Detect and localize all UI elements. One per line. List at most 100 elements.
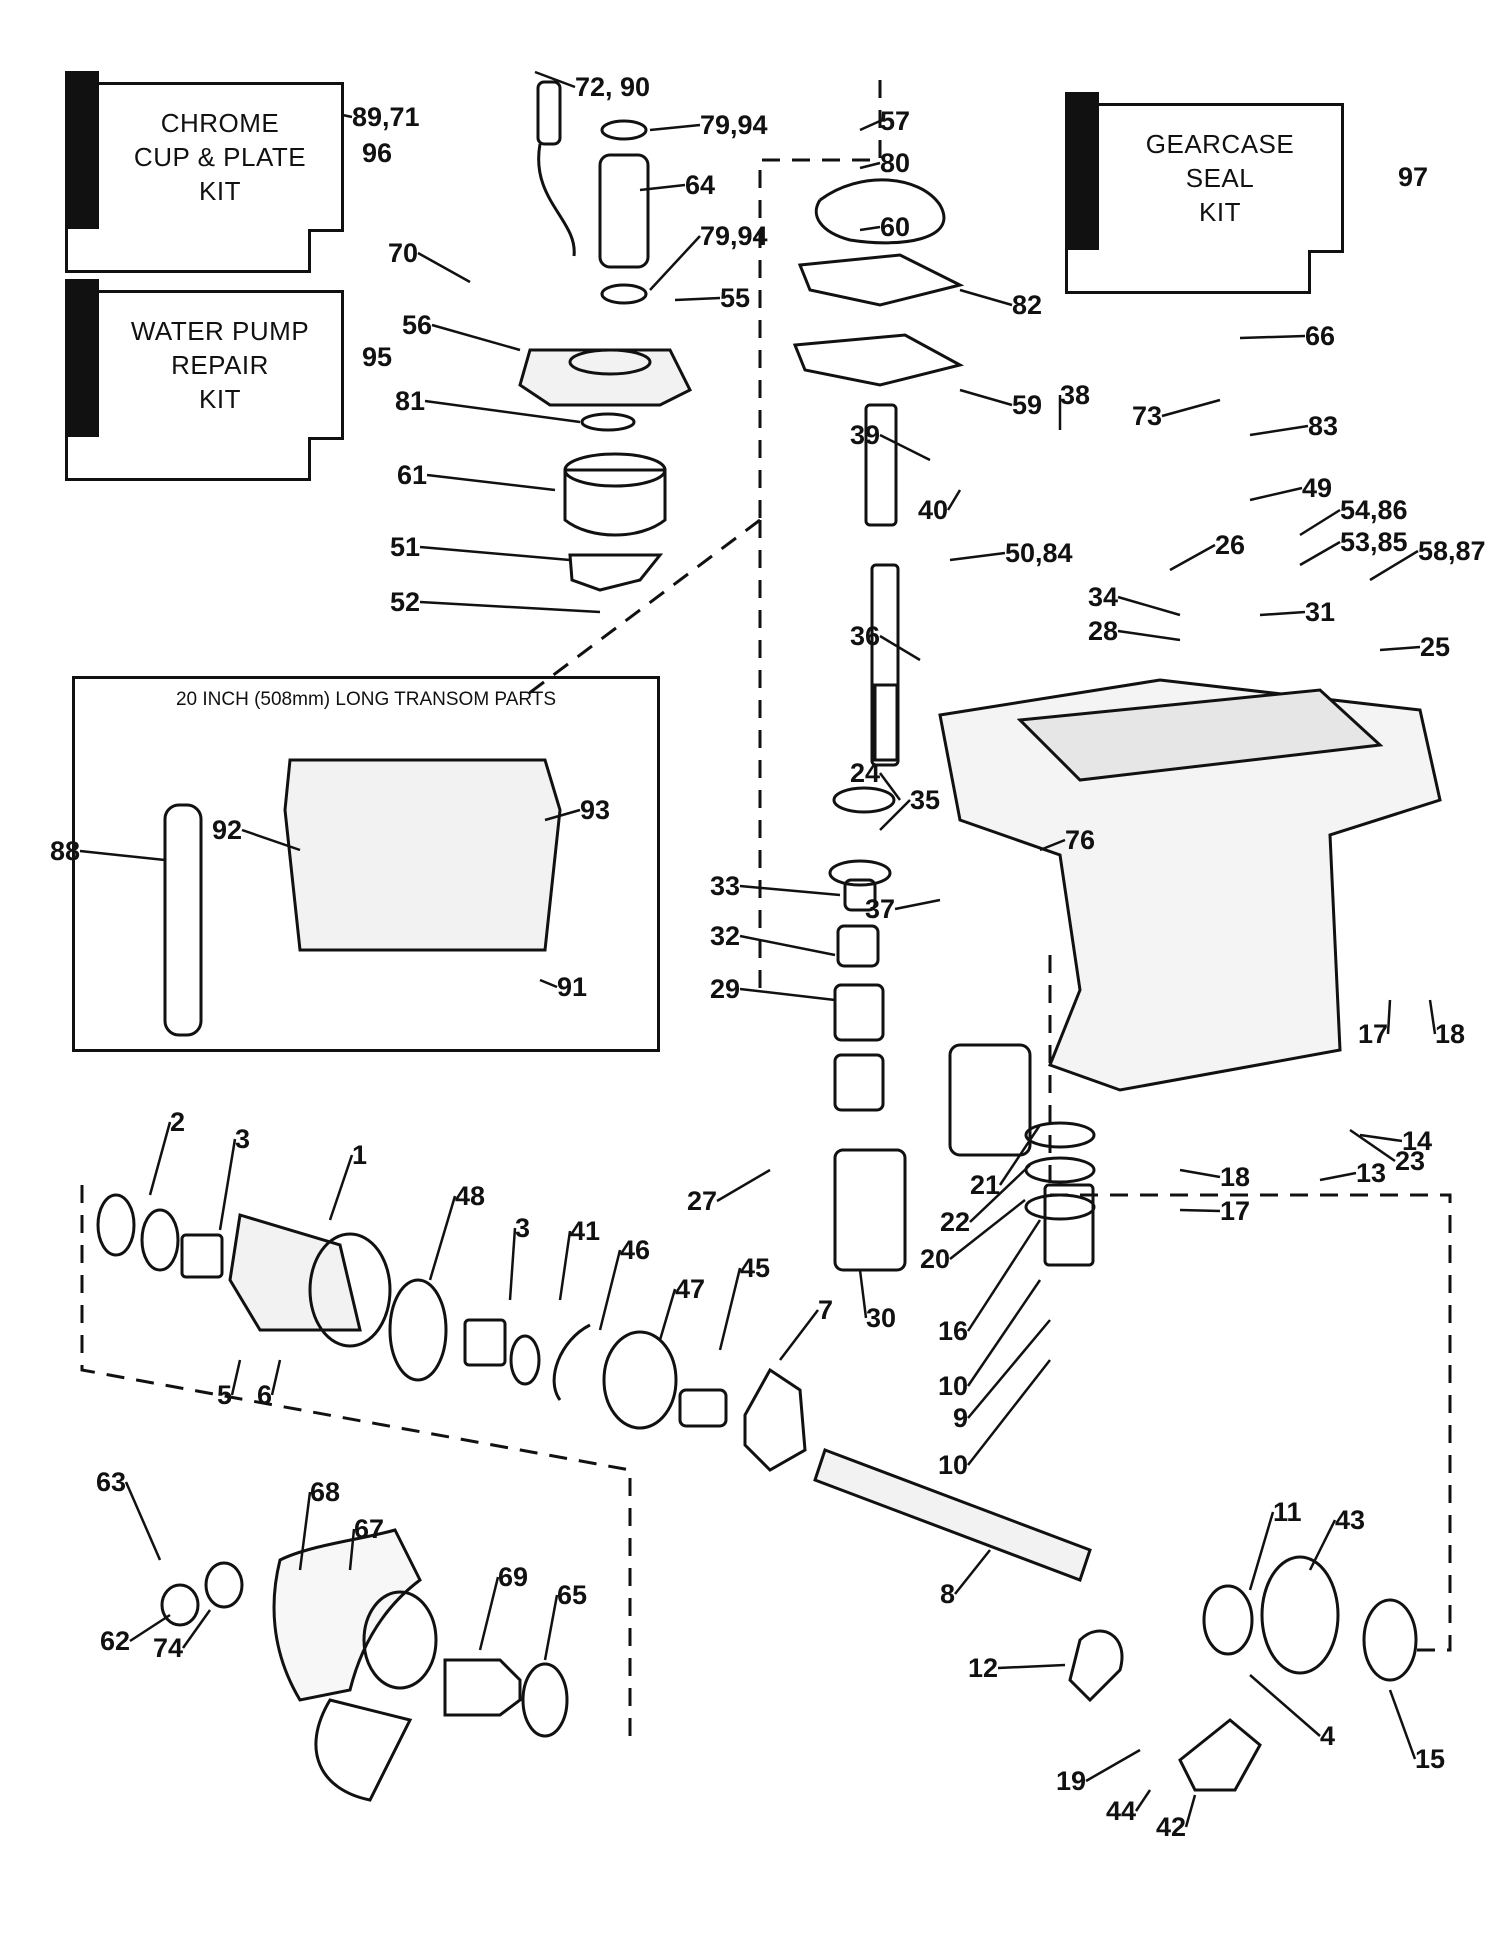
callout-label: 21: [970, 1170, 1000, 1200]
callout-label: 37: [865, 894, 895, 924]
leader-line: [1184, 1794, 1197, 1828]
callout-label: 38: [1060, 380, 1090, 410]
callout-label: 59: [1012, 390, 1042, 420]
gearcase-seal-kit-box: GEARCASE SEAL KIT: [1065, 92, 1344, 294]
kit-ref-97: 97: [1398, 162, 1429, 192]
callout-label: 40: [918, 495, 948, 525]
callout-label: 61: [397, 460, 427, 490]
leader-line: [1085, 1748, 1141, 1783]
leader-line: [954, 1549, 991, 1595]
leader-line: [859, 161, 881, 170]
thrust-washer-part: [1024, 1121, 1096, 1149]
callout-label: 92: [212, 815, 242, 845]
callout-label: 66: [1305, 321, 1335, 351]
callout-label: 49: [1302, 473, 1332, 503]
callout-label: 17: [1220, 1196, 1250, 1226]
leader-line: [1369, 549, 1419, 582]
callout-label: 83: [1308, 411, 1338, 441]
callout-label: 91: [557, 972, 587, 1002]
leader-line: [148, 1121, 172, 1196]
leader-line: [1388, 1689, 1417, 1760]
callout-label: 2: [170, 1107, 185, 1137]
leader-line: [1161, 398, 1221, 418]
gearcase-dashed-outline: [1048, 955, 1452, 1652]
screen-part: [948, 1043, 1032, 1157]
callout-label: 32: [710, 921, 740, 951]
retaining-ring-part: [552, 1323, 591, 1401]
callout-label: 27: [687, 1186, 717, 1216]
leader-line: [1179, 1208, 1221, 1213]
bearing-housing-part: [228, 1213, 362, 1332]
leader-line: [1249, 486, 1303, 502]
callout-label: 7: [818, 1295, 833, 1325]
tube-part: [536, 80, 562, 146]
callout-label: 8: [940, 1579, 955, 1609]
leader-line: [674, 296, 721, 302]
chrome-cup-plate-kit-box: CHROME CUP & PLATE KIT: [65, 71, 344, 273]
leader-line: [739, 884, 841, 897]
leader-line: [1249, 424, 1309, 437]
spacer-part: [521, 1662, 569, 1738]
leader-line: [879, 799, 911, 831]
callout-label: 72, 90: [575, 72, 650, 102]
leader-line: [598, 1249, 622, 1331]
long-transom-inset: 20 INCH (508mm) LONG TRANSOM PARTS: [72, 676, 660, 1052]
callout-label: 19: [1056, 1766, 1086, 1796]
callout-label: 26: [1215, 530, 1245, 560]
leader-line: [739, 987, 836, 1002]
oring-part: [388, 1278, 448, 1382]
kit-ref-95: 95: [362, 342, 393, 372]
water-pump-repair-kit-box: WATER PUMP REPAIR KIT: [65, 279, 344, 481]
callout-label: 45: [740, 1253, 770, 1283]
oring-part: [580, 412, 636, 432]
gasket-part: [792, 333, 965, 387]
callout-label: 73: [1132, 401, 1162, 431]
reverse-gear-part: [743, 1367, 807, 1472]
leader-line: [639, 183, 686, 192]
leader-line: [966, 1219, 1042, 1332]
seal-part: [140, 1208, 180, 1272]
leader-line: [779, 1309, 819, 1361]
leader-line: [894, 898, 941, 911]
leader-line: [1349, 1128, 1396, 1163]
leader-line: [558, 1230, 572, 1301]
drive-shaft-lower: [870, 563, 900, 767]
leader-line: [649, 235, 701, 291]
leader-line: [959, 388, 1013, 407]
leader-line: [966, 1279, 1042, 1387]
needle-bearing-part: [180, 1233, 224, 1279]
grommet-part: [600, 119, 648, 141]
pump-housing-top: [568, 348, 652, 376]
leader-line: [1117, 629, 1181, 642]
pinion-gear-part: [1043, 1183, 1095, 1267]
pump-housing-part: [518, 348, 693, 407]
callout-label: 60: [880, 212, 910, 242]
leader-line: [218, 1138, 237, 1231]
leader-line: [858, 1269, 868, 1319]
leader-line: [1299, 540, 1341, 567]
callout-label: 10: [938, 1450, 968, 1480]
callout-label: 63: [96, 1467, 126, 1497]
callout-label: 11: [1273, 1497, 1302, 1527]
callout-label: 3: [515, 1213, 530, 1243]
leader-line: [1179, 1168, 1221, 1179]
callout-label: 28: [1088, 616, 1118, 646]
callout-label: 25: [1420, 632, 1450, 662]
leader-line: [997, 1663, 1066, 1670]
leader-line: [1169, 543, 1216, 572]
leader-line: [328, 1154, 354, 1221]
seal-part: [832, 786, 896, 814]
callout-label: 57: [880, 106, 910, 136]
callout-label: 69: [498, 1562, 528, 1592]
oring-seal-part: [814, 178, 946, 245]
callout-label: 93: [580, 795, 610, 825]
callout-label: 41: [570, 1216, 600, 1246]
seal-part: [828, 859, 892, 887]
seal-part: [96, 1193, 136, 1257]
leader-line: [1308, 1519, 1337, 1571]
callout-label: 10: [938, 1371, 968, 1401]
leader-line: [431, 323, 521, 352]
propeller-blade-lower: [314, 1698, 413, 1802]
thrust-washer-part: [509, 1334, 541, 1386]
callout-label: 36: [850, 621, 880, 651]
